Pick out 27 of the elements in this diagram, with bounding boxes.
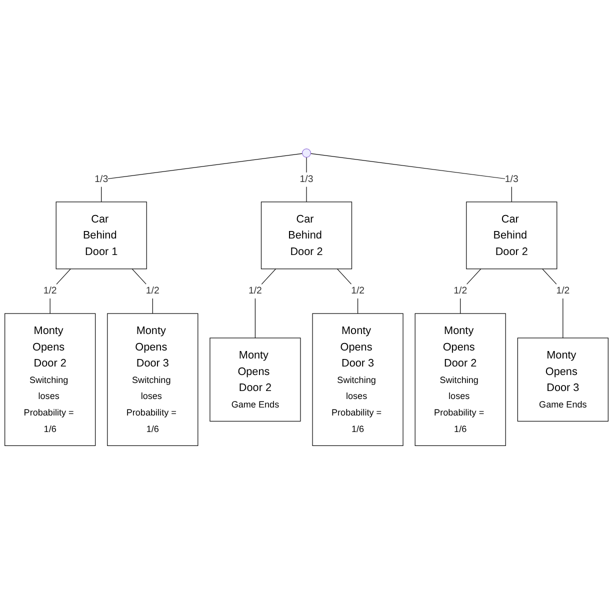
- connector: [336, 268, 358, 314]
- edge-label: 1/2: [146, 286, 160, 296]
- node-box: Monty Opens Door 2 Switching loses Probability = 1/6: [414, 313, 506, 446]
- edge-label: 1/2: [351, 286, 364, 296]
- node-circle: [302, 148, 312, 158]
- node-box: Car Behind Door 1: [56, 202, 147, 270]
- node-box: Car Behind Door 2: [260, 202, 352, 270]
- connector: [460, 268, 482, 314]
- node-box: Monty Opens Door 3 Game Ends: [517, 338, 608, 422]
- edge-label: 1/2: [43, 286, 57, 296]
- connector: [542, 268, 564, 339]
- edge-label: 1/2: [454, 286, 468, 296]
- connector: [132, 268, 153, 314]
- edge-label: 1/2: [556, 286, 570, 296]
- edge-label: 1/2: [248, 286, 262, 296]
- node-box: Monty Opens Door 3 Switching loses Probability = 1/6: [312, 313, 404, 446]
- connector: [310, 154, 512, 202]
- node-box: Car Behind Door 2: [466, 202, 558, 270]
- connector: [254, 268, 276, 339]
- node-box: Monty Opens Door 2 Game Ends: [210, 338, 301, 422]
- connector: [101, 154, 303, 202]
- edge-label: 1/3: [504, 174, 518, 185]
- node-box: Monty Opens Door 2 Switching loses Probability = 1/6: [4, 313, 96, 446]
- connector: [50, 268, 71, 314]
- edge-label: 1/3: [94, 174, 108, 185]
- edge-label: 1/3: [300, 174, 314, 185]
- node-box: Monty Opens Door 3 Switching loses Probability = 1/6: [107, 313, 198, 446]
